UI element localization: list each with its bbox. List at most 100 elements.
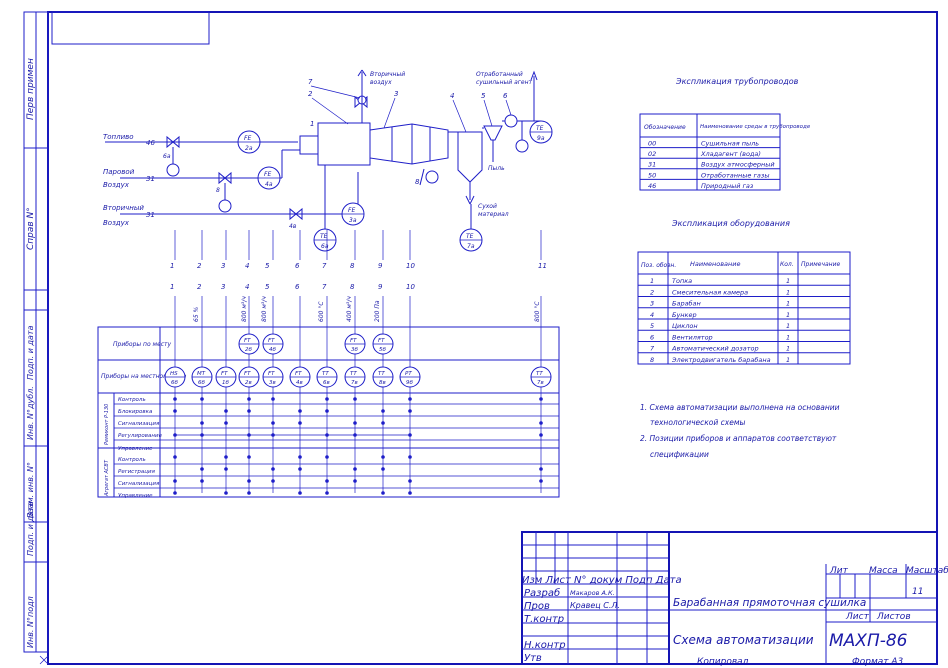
sidebar-label-0: Перв примен — [26, 58, 36, 120]
valve-fuel — [166, 135, 180, 149]
stamp-copied: Копировал — [697, 657, 749, 667]
equipment-name: Циклон — [672, 322, 698, 330]
svg-text:7а: 7а — [467, 243, 475, 250]
column-num-7: 8 — [350, 262, 355, 270]
equipment-header-1: Наименование — [690, 260, 741, 268]
svg-text:8в: 8в — [379, 380, 386, 386]
column-num-3: 4 — [245, 262, 249, 270]
column-num-6: 7 — [322, 262, 327, 270]
equipment-qty: 1 — [786, 345, 790, 353]
svg-text:3в: 3в — [269, 380, 276, 386]
svg-text:7в: 7в — [351, 380, 358, 386]
column-repeat-1: 2 — [197, 283, 202, 291]
valve-secondary-air — [289, 207, 303, 221]
column-value-6: 600 °С — [318, 301, 325, 322]
svg-text:TT: TT — [378, 371, 385, 377]
stamp-lists: Листов — [876, 612, 911, 622]
svg-text:4а: 4а — [265, 181, 273, 188]
equipment-name: Автоматический дозатор — [671, 345, 759, 353]
panel-instrument: FT 3в — [262, 366, 284, 388]
input-line-1: 31 — [146, 175, 155, 183]
equipment-header-2: Кол. — [780, 261, 794, 268]
label-dry-material-2: материал — [478, 211, 509, 218]
svg-text:FT: FT — [268, 338, 275, 344]
valve-primary-air — [218, 171, 232, 185]
svg-text:6б: 6б — [171, 380, 178, 386]
svg-text:2б: 2б — [245, 347, 252, 353]
stamp-list: Лист — [845, 612, 870, 622]
svg-text:7в: 7в — [537, 380, 544, 386]
svg-text:FT: FT — [378, 338, 385, 344]
equipment-title: Экспликация оборудования — [671, 219, 790, 228]
stamp-ncontrol: Н.контр — [524, 640, 566, 651]
label-dry-material: Сухой — [478, 203, 497, 210]
equipment-table: Экспликация оборудования Поз. обозн. Наи… — [637, 219, 851, 365]
table-group1-label: Ремиконт Р-130 — [104, 404, 110, 445]
pipeline-medium: Сушильная пыль — [701, 140, 759, 148]
equipment-name: Смесительная камера — [672, 288, 748, 296]
equipment-pos: 4 — [650, 311, 654, 319]
input-name2-2: Воздух — [103, 219, 130, 227]
stamp-checked: Пров — [524, 601, 550, 612]
pipelines-title: Экспликация трубопроводов — [675, 77, 799, 86]
stamp-head: Изм Лист N° докум Подп Дата — [522, 575, 682, 586]
column-num-10: 11 — [538, 262, 547, 270]
equipment-pos: 3 — [650, 300, 654, 308]
svg-text:6а: 6а — [321, 243, 329, 250]
sidebar-label-1: Справ N° — [26, 207, 36, 250]
input-name-0: Топливо — [103, 133, 134, 141]
svg-text:TE: TE — [536, 125, 544, 132]
equip-num-1: 2 — [308, 90, 313, 98]
column-value-1: 65 % — [193, 306, 200, 322]
svg-text:5б: 5б — [379, 347, 386, 353]
equipment-header-0: Поз. обозн. — [641, 262, 676, 269]
equip-num-2: 3 — [394, 90, 398, 98]
label-secondary-air-2: воздух — [370, 79, 392, 86]
input-name2-1: Воздух — [103, 181, 130, 189]
auto-row-label: Регистрация — [118, 469, 156, 475]
valve-label-0: 6а — [163, 153, 171, 160]
svg-text:TT: TT — [536, 371, 543, 377]
note-line-2: 2. Позиции приборов и аппаратов соответс… — [640, 434, 837, 443]
pipelines-header-0: Обозначение — [644, 124, 686, 131]
valve-label-2: 4в — [289, 223, 297, 230]
process-scheme: Топливо 46 Паровой Воздух 31 Вторичный В… — [103, 69, 553, 252]
equipment-pos: 5 — [650, 322, 654, 330]
panel-instrument: TT 7в — [530, 366, 552, 388]
cyclone — [483, 125, 503, 141]
equipment-qty: 1 — [786, 288, 790, 296]
column-repeat-7: 8 — [350, 283, 355, 291]
table-header-local: Приборы по месту — [113, 341, 172, 348]
input-name-1: Паровой — [103, 168, 135, 176]
column-num-1: 2 — [197, 262, 202, 270]
auto-row-label: Сигнализация — [118, 481, 160, 487]
svg-text:TE: TE — [466, 233, 474, 240]
pipeline-code: 31 — [648, 161, 656, 169]
equipment-header-3: Примечание — [801, 261, 840, 268]
column-num-0: 1 — [170, 262, 174, 270]
equipment-name: Электродвигатель барабана — [671, 356, 771, 364]
svg-text:FT: FT — [268, 371, 275, 377]
equipment-name: Бункер — [672, 311, 697, 319]
svg-text:TE: TE — [320, 233, 328, 240]
pipeline-code: 46 — [648, 182, 656, 190]
svg-text:FT: FT — [244, 371, 251, 377]
equip-num-4: 5 — [481, 92, 486, 100]
stamp-lit: Лит — [829, 566, 849, 576]
column-value-8: 200 Па — [374, 300, 381, 322]
equipment-pos: 6 — [650, 333, 654, 341]
column-value-7: 400 м³/ч — [346, 296, 353, 322]
pipeline-code: 00 — [648, 140, 656, 148]
sidebar-label-2: Инв. N°подл — [26, 596, 35, 648]
svg-text:6в: 6в — [323, 380, 330, 386]
table-header-panel: Приборы на местном щите — [101, 373, 187, 380]
stamp-title: Барабанная прямоточная сушилка — [673, 597, 866, 609]
